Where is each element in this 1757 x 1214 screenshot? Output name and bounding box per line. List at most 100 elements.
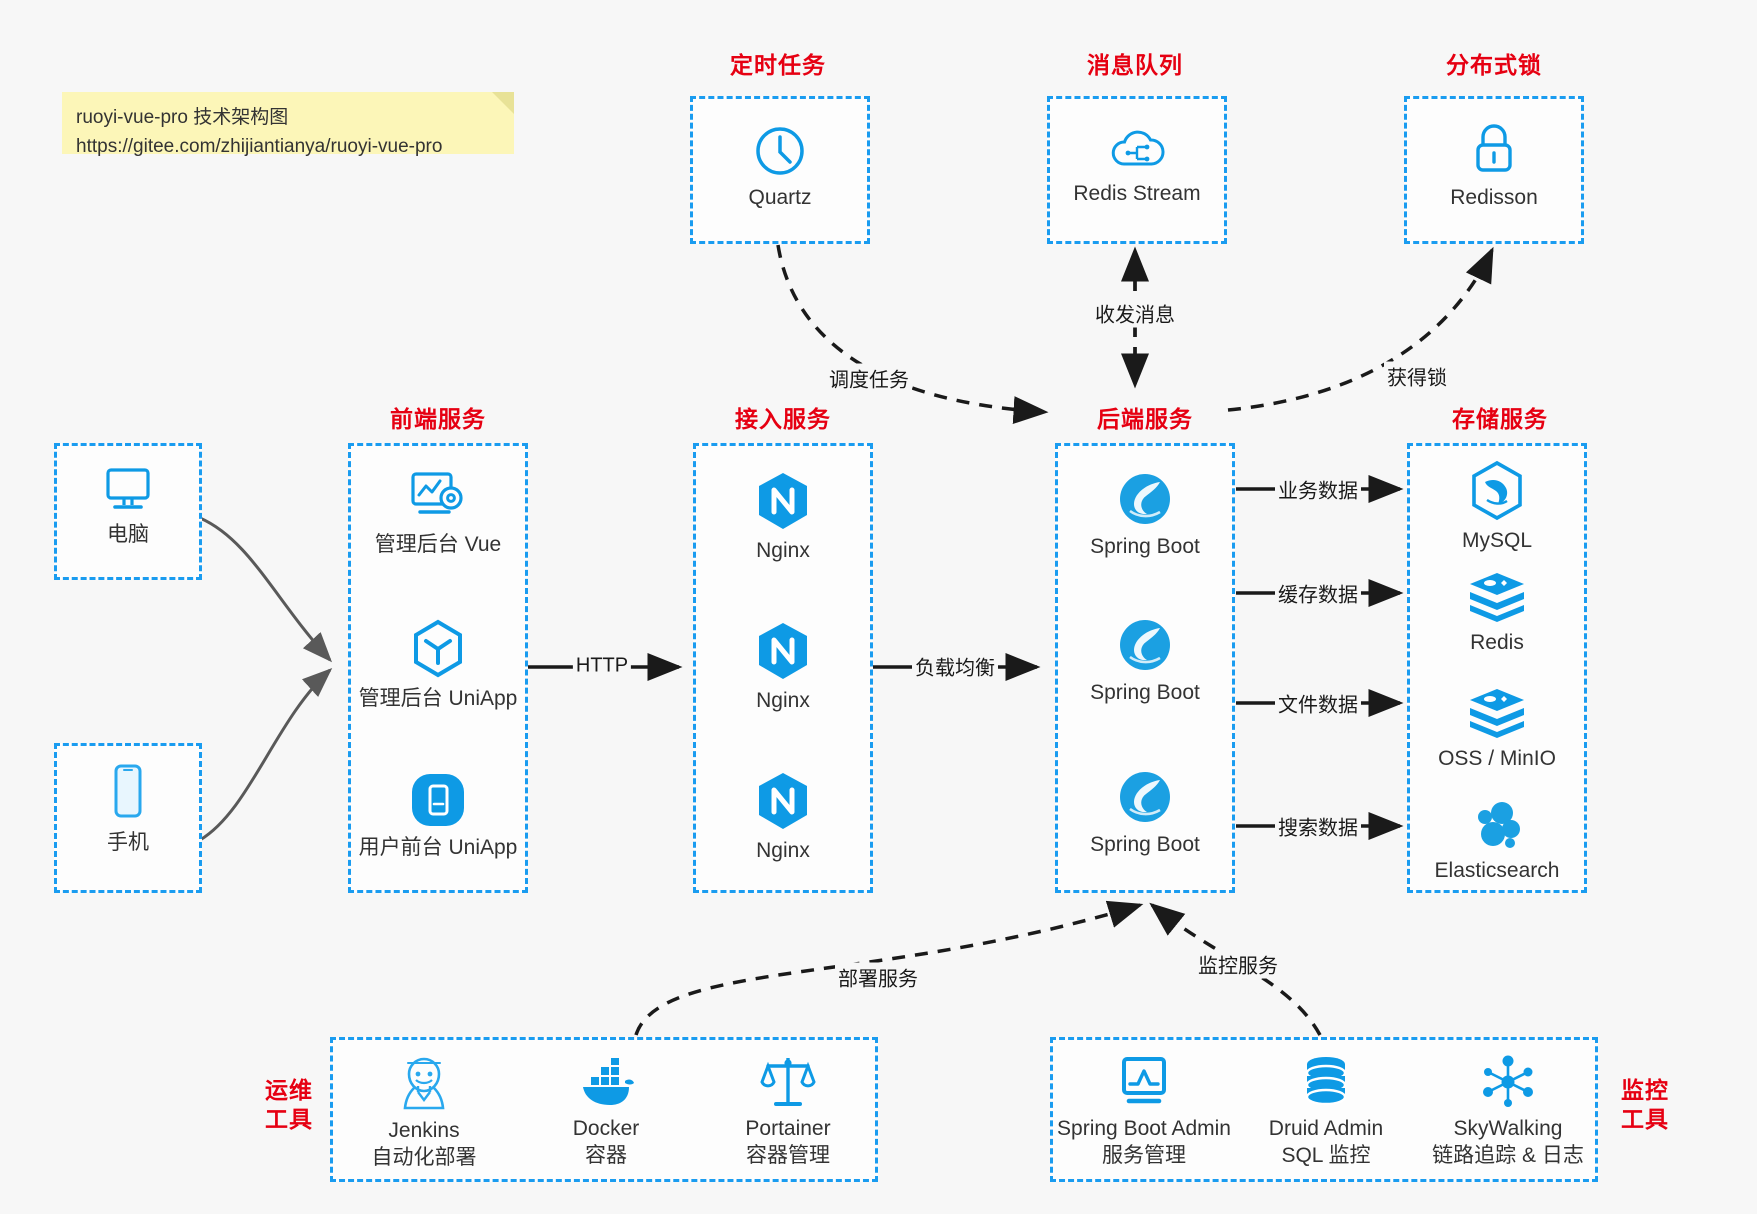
group-box-client-mobile: 手机 xyxy=(54,743,202,893)
group-box-monitor: Spring Boot Admin 服务管理 Druid Admin SQL 监… xyxy=(1050,1037,1598,1182)
node-druid-admin[interactable]: Druid Admin SQL 监控 xyxy=(1235,1054,1417,1170)
node-redisson[interactable]: Redisson xyxy=(1407,121,1581,212)
node-portainer[interactable]: Portainer 容器管理 xyxy=(697,1054,879,1170)
node-skywalking[interactable]: SkyWalking 链路追踪 & 日志 xyxy=(1417,1054,1599,1170)
group-title-monitor-line1: 监控 xyxy=(1621,1077,1669,1103)
edge-label-quartz-backend: 调度任务 xyxy=(826,363,912,393)
edge-mobile-frontend xyxy=(199,667,333,842)
node-mysql[interactable]: MySQL xyxy=(1410,460,1584,555)
node-oss-minio[interactable]: OSS / MinIO xyxy=(1410,686,1584,773)
node-redis[interactable]: Redis xyxy=(1410,570,1584,657)
node-label: Druid Admin xyxy=(1268,1117,1384,1140)
monitor-chart-icon xyxy=(1053,1054,1235,1110)
node-redis-stream[interactable]: Redis Stream xyxy=(1050,123,1224,208)
group-box-storage: MySQL Redis xyxy=(1407,443,1587,893)
node-quartz[interactable]: Quartz xyxy=(693,123,867,212)
group-box-gateway: Nginx Nginx Nginx xyxy=(693,443,873,893)
node-mobile[interactable]: 手机 xyxy=(57,762,199,857)
hexagon-cube-icon xyxy=(351,618,525,680)
node-spring-boot-1[interactable]: Spring Boot xyxy=(1058,470,1232,561)
group-title-storage: 存储服务 xyxy=(1452,406,1548,432)
node-sublabel: 容器 xyxy=(585,1143,627,1167)
group-title-monitor-line2: 工具 xyxy=(1621,1105,1669,1132)
node-label: OSS / MinIO xyxy=(1438,747,1556,770)
scales-icon xyxy=(697,1054,879,1110)
node-spring-boot-2[interactable]: Spring Boot xyxy=(1058,616,1232,707)
spring-leaf-icon xyxy=(1058,616,1232,674)
node-admin-vue[interactable]: 管理后台 Vue xyxy=(351,468,525,559)
group-box-backend: Spring Boot Spring Boot Spring Boot xyxy=(1055,443,1235,893)
node-nginx-2[interactable]: Nginx xyxy=(696,620,870,715)
node-label: 手机 xyxy=(107,831,149,854)
database-cylinder-icon xyxy=(1235,1054,1417,1110)
node-desktop[interactable]: 电脑 xyxy=(57,464,199,549)
node-label: Spring Boot Admin xyxy=(1057,1117,1231,1140)
nginx-icon xyxy=(696,620,870,682)
group-title-devops: 运维 工具 xyxy=(258,1076,320,1134)
group-title-frontend: 前端服务 xyxy=(390,406,486,432)
group-box-lock: Redisson xyxy=(1404,96,1584,244)
node-user-uniapp[interactable]: 用户前台 UniApp xyxy=(351,771,525,862)
group-box-scheduler: Quartz xyxy=(690,96,870,244)
redis-stack-icon xyxy=(1410,570,1584,624)
group-box-mq: Redis Stream xyxy=(1047,96,1227,244)
edge-label-deploy-service: 部署服务 xyxy=(835,962,921,992)
spring-leaf-icon xyxy=(1058,470,1232,528)
node-label: 电脑 xyxy=(107,523,149,546)
clock-icon xyxy=(693,123,867,179)
title-note: ruoyi-vue-pro 技术架构图 https://gitee.com/zh… xyxy=(62,92,514,157)
node-spring-boot-admin[interactable]: Spring Boot Admin 服务管理 xyxy=(1053,1054,1235,1170)
padlock-icon xyxy=(1407,121,1581,179)
node-label: 用户前台 UniApp xyxy=(358,836,518,859)
node-elasticsearch[interactable]: Elasticsearch xyxy=(1410,798,1584,885)
nginx-icon xyxy=(696,770,870,832)
node-spring-boot-3[interactable]: Spring Boot xyxy=(1058,768,1232,859)
spring-leaf-icon xyxy=(1058,768,1232,826)
node-sublabel: SQL 监控 xyxy=(1281,1143,1371,1167)
group-title-monitor: 监控 工具 xyxy=(1614,1076,1676,1134)
group-title-devops-line2: 工具 xyxy=(265,1105,313,1132)
note-line-2: https://gitee.com/zhijiantianya/ruoyi-vu… xyxy=(76,135,443,157)
node-sublabel: 容器管理 xyxy=(746,1143,830,1167)
node-docker[interactable]: Docker 容器 xyxy=(515,1057,697,1170)
docker-whale-icon xyxy=(515,1057,697,1110)
node-label: Quartz xyxy=(748,186,812,209)
dashboard-gear-icon xyxy=(351,468,525,526)
skywalking-star-icon xyxy=(1417,1054,1599,1110)
node-label: Spring Boot xyxy=(1090,833,1200,856)
group-title-lock: 分布式锁 xyxy=(1446,52,1542,78)
edge-label-load-balance: 负载均衡 xyxy=(912,651,998,681)
node-nginx-3[interactable]: Nginx xyxy=(696,770,870,865)
node-label: Redis Stream xyxy=(1073,182,1201,205)
node-label: Nginx xyxy=(756,839,810,862)
node-label: Docker xyxy=(572,1117,640,1140)
elasticsearch-icon xyxy=(1410,798,1584,852)
note-fold-corner xyxy=(492,92,514,114)
edge-desktop-frontend xyxy=(199,516,333,663)
mobile-icon xyxy=(57,762,199,824)
node-label: Portainer xyxy=(745,1117,831,1140)
edge-label-backend-lock: 获得锁 xyxy=(1384,361,1450,391)
edge-label-file-data: 文件数据 xyxy=(1275,688,1361,718)
node-label: Redisson xyxy=(1450,186,1538,209)
redis-stack-icon xyxy=(1410,686,1584,740)
edge-backend-lock xyxy=(1227,246,1494,412)
edge-label-mq-backend: 收发消息 xyxy=(1092,298,1178,328)
desktop-icon xyxy=(57,464,199,516)
node-label: Spring Boot xyxy=(1090,681,1200,704)
nginx-icon xyxy=(696,470,870,532)
node-label: Nginx xyxy=(756,689,810,712)
node-label: Nginx xyxy=(756,539,810,562)
group-box-devops: Jenkins 自动化部署 Docker 容器 xyxy=(330,1037,878,1182)
node-label: Jenkins xyxy=(388,1119,460,1142)
jenkins-butler-icon xyxy=(333,1054,515,1112)
node-label: Spring Boot xyxy=(1090,535,1200,558)
node-label: MySQL xyxy=(1461,529,1532,552)
node-label: Elasticsearch xyxy=(1434,859,1560,882)
node-admin-uniapp[interactable]: 管理后台 UniApp xyxy=(351,618,525,713)
node-jenkins[interactable]: Jenkins 自动化部署 xyxy=(333,1054,515,1172)
note-line-1: ruoyi-vue-pro 技术架构图 xyxy=(76,107,289,128)
node-nginx-1[interactable]: Nginx xyxy=(696,470,870,565)
edge-label-http: HTTP xyxy=(572,654,632,678)
